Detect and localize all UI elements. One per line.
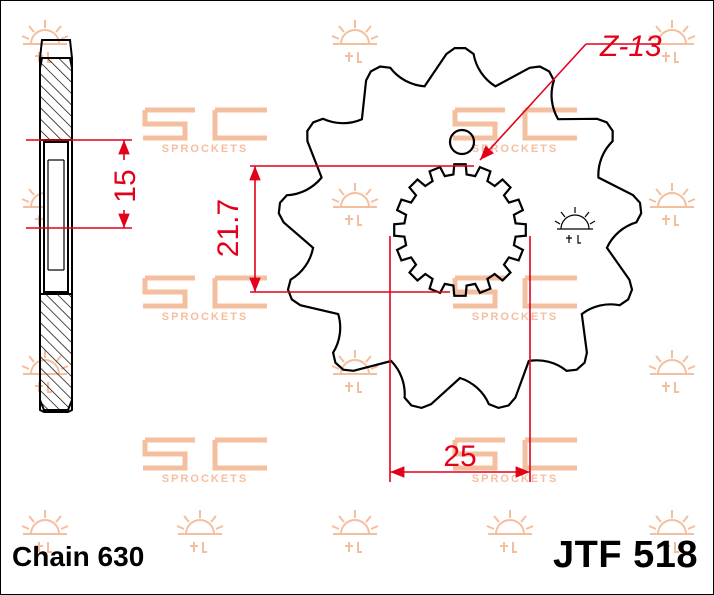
- watermark-sprockets-logo: SPROCKETS: [142, 437, 267, 485]
- dimension-bore-label: 25: [443, 440, 476, 473]
- watermark-layer: SPROCKETS SPROCKETS SPROCKETS SPROCKETS SPRO…: [21, 20, 696, 553]
- watermark-sun-logo: [648, 350, 696, 393]
- svg-text:SPROCKETS: SPROCKETS: [472, 473, 558, 485]
- svg-text:SPROCKETS: SPROCKETS: [472, 311, 558, 323]
- side-profile: [39, 39, 73, 413]
- chain-size-label: Chain 630: [12, 541, 145, 572]
- sprocket-outline: [277, 47, 643, 410]
- watermark-sun-logo: [176, 510, 224, 553]
- watermark-sprockets-logo: SPROCKETS: [142, 275, 267, 323]
- teeth-count-label: Z-13: [599, 30, 662, 63]
- watermark-sun-logo: [331, 183, 379, 226]
- dimension-hub-width: [26, 139, 132, 229]
- watermark-sun-logo: [331, 510, 379, 553]
- watermark-sprockets-logo: SPROCKETS: [452, 437, 577, 485]
- svg-text:SPROCKETS: SPROCKETS: [162, 143, 248, 155]
- dimension-bore: [389, 236, 531, 482]
- watermark-sun-logo: [331, 20, 379, 63]
- small-hole: [448, 128, 476, 156]
- dimension-spline-major: [249, 165, 474, 293]
- dimension-hub-width-label: 15: [109, 169, 142, 202]
- svg-text:SPROCKETS: SPROCKETS: [162, 311, 248, 323]
- svg-text:SPROCKETS: SPROCKETS: [472, 143, 558, 155]
- watermark-sun-logo: [648, 20, 696, 63]
- side-profile-outline: [39, 39, 73, 413]
- watermark-sprockets-logo: SPROCKETS: [452, 275, 577, 323]
- watermark-sun-logo: [648, 510, 696, 553]
- logo-mark: [554, 207, 596, 244]
- watermark-sun-logo: [486, 510, 534, 553]
- spline-bore-outline: [393, 163, 527, 297]
- svg-text:SPROCKETS: SPROCKETS: [162, 473, 248, 485]
- watermark-sun-logo: [648, 183, 696, 226]
- watermark-sun-logo: [21, 510, 69, 553]
- side-profile-upper-hatch: [39, 57, 73, 141]
- dimension-spline-major-label: 21.7: [212, 199, 245, 257]
- teeth-count-leader: [479, 43, 660, 161]
- side-profile-lower-hatch: [39, 293, 73, 411]
- watermark-sprockets-logo: SPROCKETS: [142, 107, 267, 155]
- part-number-label: JTF 518: [552, 534, 698, 576]
